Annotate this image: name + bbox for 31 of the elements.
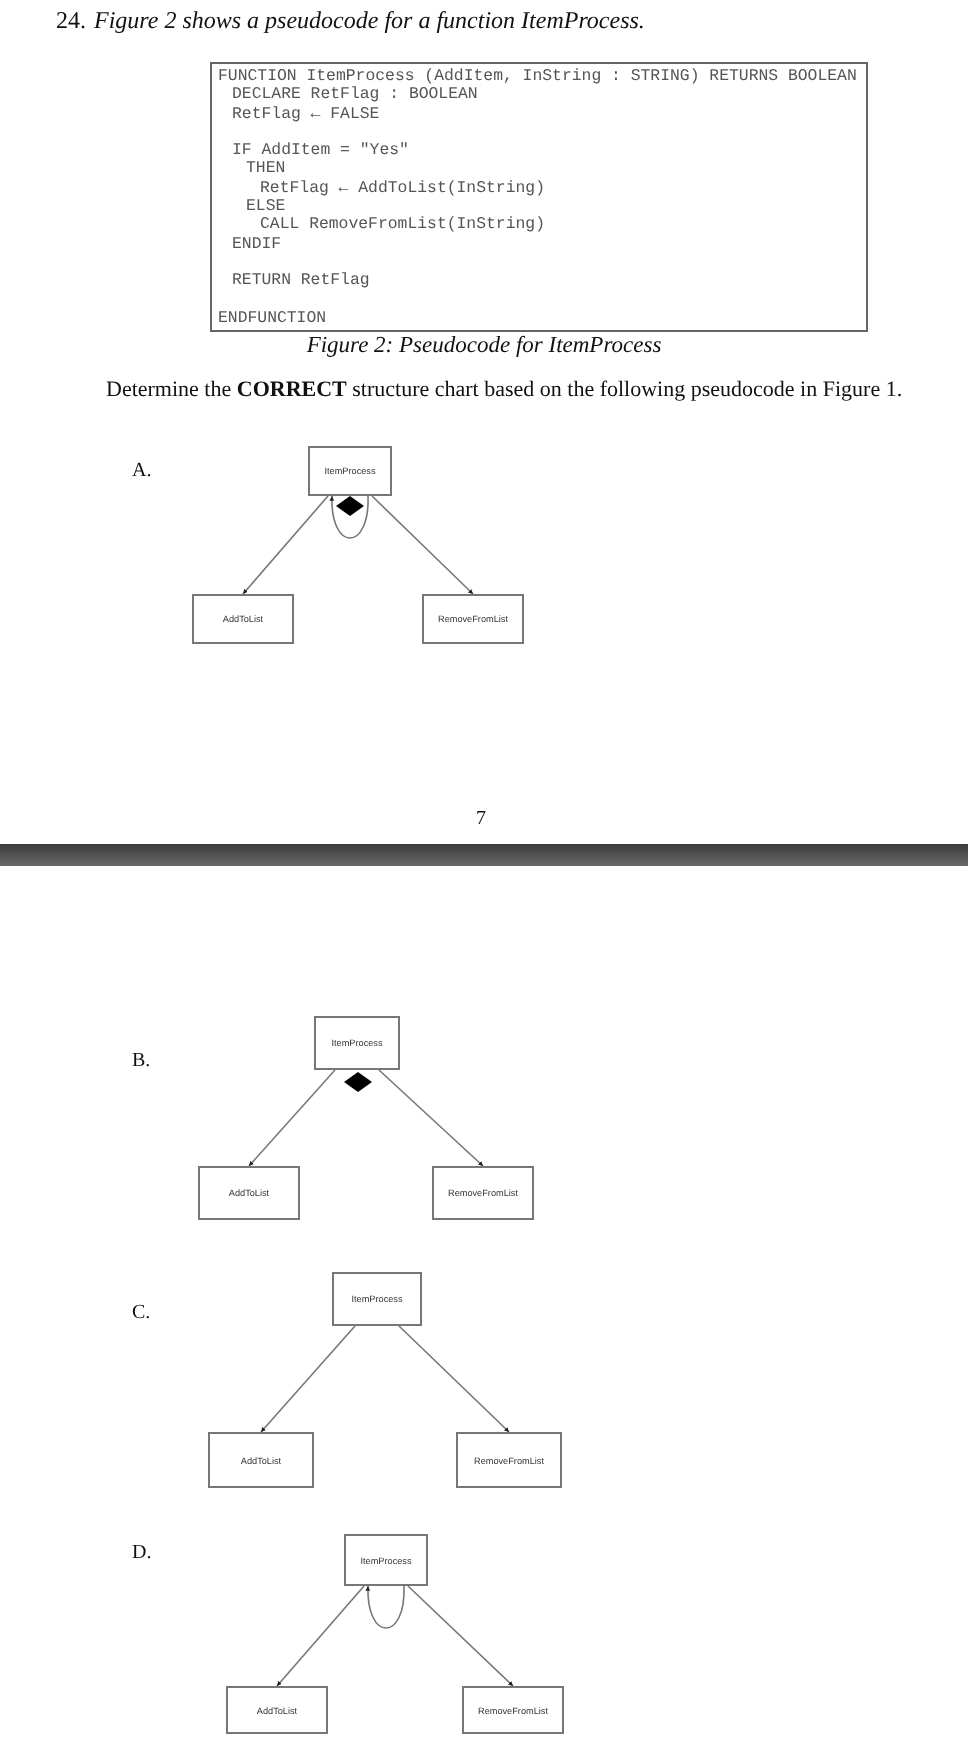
arrow	[407, 1585, 514, 1687]
option-letter: A.	[132, 460, 152, 482]
arrow	[371, 495, 474, 595]
option-letter: D.	[132, 1542, 152, 1564]
code-line: THEN	[246, 160, 286, 180]
code-line: RETURN RetFlag	[232, 272, 370, 292]
arrow	[242, 495, 329, 595]
figure-caption: Figure 2: Pseudocode for ItemProcess	[304, 334, 664, 358]
page-number: 7	[476, 808, 486, 830]
question-prompt: Determine the CORRECT structure chart based on the following pseudocode in Figure 1.	[106, 378, 903, 402]
code-line: CALL RemoveFromList(InString)	[260, 216, 545, 236]
code-line: ENDFUNCTION	[218, 309, 327, 329]
arrow	[378, 1069, 484, 1167]
code-line: RetFlag ← AddToList(InString)	[260, 179, 545, 199]
arrow	[276, 1585, 365, 1687]
code-line: DECLARE RetFlag : BOOLEAN	[232, 86, 478, 106]
question-text: Figure 2 shows a pseudocode for a function ItemProcess.	[94, 6, 645, 36]
option-letter: C.	[132, 1302, 151, 1324]
question-number: 24.	[56, 6, 86, 36]
code-line: ENDIF	[232, 235, 282, 254]
code-line: ELSE	[246, 198, 286, 217]
code-line: RetFlag ← FALSE	[232, 105, 380, 124]
arrow	[398, 1325, 510, 1433]
code-box	[210, 62, 868, 332]
arrow	[260, 1325, 356, 1433]
option-letter: B.	[132, 1050, 151, 1072]
code-line: FUNCTION ItemProcess (AddItem, InString : STRING) RETURNS BOOLEAN	[218, 68, 857, 86]
arrow	[248, 1069, 336, 1167]
code-line: IF AddItem = "Yes"	[232, 142, 409, 161]
iteration-loop	[329, 495, 369, 539]
iteration-loop	[365, 1585, 405, 1629]
